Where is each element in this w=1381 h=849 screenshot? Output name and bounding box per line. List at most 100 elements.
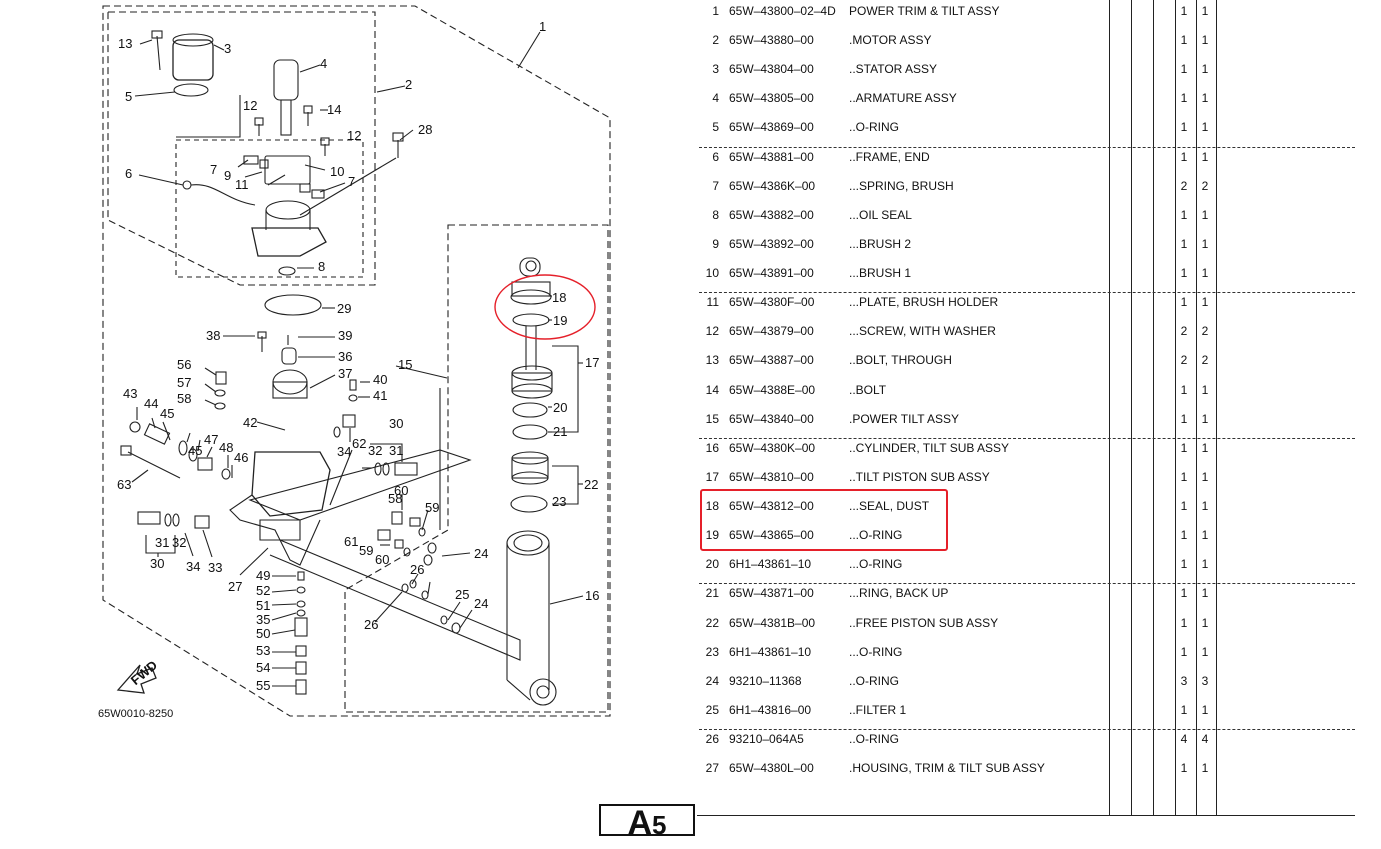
callout-53: 53 bbox=[256, 643, 270, 658]
callout-31: 31 bbox=[155, 535, 169, 550]
part-code: 65W–43869–00 bbox=[729, 120, 814, 135]
quantity-2: 2 bbox=[1201, 178, 1209, 193]
part-description: ..TILT PISTON SUB ASSY bbox=[849, 469, 990, 484]
quantity-1: 1 bbox=[1180, 62, 1188, 77]
part-description: ..CYLINDER, TILT SUB ASSY bbox=[849, 440, 1010, 455]
quantity-1: 1 bbox=[1180, 499, 1188, 514]
callout-34: 34 bbox=[186, 559, 200, 574]
quantity-1: 1 bbox=[1180, 236, 1188, 251]
quantity-2: 2 bbox=[1201, 353, 1209, 368]
callout-46: 46 bbox=[234, 450, 248, 465]
part-number-index: 17 bbox=[705, 469, 719, 484]
part-description: ...RING, BACK UP bbox=[849, 586, 949, 601]
callout-7: 7 bbox=[210, 162, 217, 177]
part-number-index: 24 bbox=[705, 673, 719, 688]
callout-11: 11 bbox=[235, 177, 249, 192]
column-divider bbox=[1109, 0, 1110, 815]
part-number-index: 8 bbox=[712, 207, 719, 222]
callout-45: 45 bbox=[188, 443, 202, 458]
part-description: ..STATOR ASSY bbox=[849, 62, 938, 77]
part-number-index: 4 bbox=[712, 91, 719, 106]
part-number-index: 22 bbox=[705, 615, 719, 630]
column-divider bbox=[1216, 0, 1217, 815]
part-code: 65W–4380K–00 bbox=[729, 440, 816, 455]
group-separator bbox=[699, 437, 1355, 439]
part-code: 65W–43887–00 bbox=[729, 353, 814, 368]
callout-38: 38 bbox=[206, 328, 220, 343]
quantity-2: 1 bbox=[1201, 295, 1209, 310]
part-code: 6H1–43861–10 bbox=[729, 644, 812, 659]
column-divider bbox=[1153, 0, 1154, 815]
callout-22: 22 bbox=[584, 477, 598, 492]
part-description: .POWER TILT ASSY bbox=[849, 411, 960, 426]
part-code: 6H1–43861–10 bbox=[729, 557, 812, 572]
page-label: A5 bbox=[599, 804, 695, 840]
callout-34: 34 bbox=[337, 444, 351, 459]
quantity-2: 1 bbox=[1201, 644, 1209, 659]
group-separator bbox=[699, 146, 1355, 148]
quantity-2: 1 bbox=[1201, 761, 1209, 776]
part-description: POWER TRIM & TILT ASSY bbox=[849, 4, 1000, 18]
callout-57: 57 bbox=[177, 375, 191, 390]
part-description: ...OIL SEAL bbox=[849, 207, 912, 222]
part-description: ...SEAL, DUST bbox=[849, 499, 930, 514]
callout-60: 60 bbox=[375, 552, 389, 567]
exploded-parts-diagram: 1234567789101112121314151617181920212223… bbox=[98, 5, 611, 720]
part-number-index: 21 bbox=[705, 586, 719, 601]
highlight-box-rows-18-19 bbox=[700, 489, 948, 551]
quantity-2: 1 bbox=[1201, 91, 1209, 106]
table-bottom-rule bbox=[697, 815, 1355, 816]
callout-58: 58 bbox=[177, 391, 191, 406]
callout-13: 13 bbox=[118, 36, 132, 51]
part-code: 65W–43871–00 bbox=[729, 586, 814, 601]
page-label-number: 5 bbox=[652, 810, 667, 840]
part-code: 65W–43881–00 bbox=[729, 149, 814, 164]
quantity-2: 1 bbox=[1201, 382, 1209, 397]
quantity-1: 1 bbox=[1180, 411, 1188, 426]
part-description: .HOUSING, TRIM & TILT SUB ASSY bbox=[849, 761, 1045, 776]
part-description: ..FRAME, END bbox=[849, 149, 930, 164]
callout-59: 59 bbox=[359, 543, 373, 558]
quantity-2: 1 bbox=[1201, 586, 1209, 601]
callout-41: 41 bbox=[373, 388, 387, 403]
quantity-1: 1 bbox=[1180, 207, 1188, 222]
quantity-1: 1 bbox=[1180, 469, 1188, 484]
part-number-index: 20 bbox=[705, 557, 719, 572]
part-number-index: 25 bbox=[705, 702, 719, 717]
quantity-1: 3 bbox=[1180, 673, 1188, 688]
callout-62: 62 bbox=[352, 436, 366, 451]
callout-59: 59 bbox=[425, 500, 439, 515]
quantity-1: 2 bbox=[1180, 353, 1188, 368]
quantity-2: 4 bbox=[1201, 732, 1209, 746]
quantity-2: 1 bbox=[1201, 207, 1209, 222]
part-number-index: 5 bbox=[712, 120, 719, 135]
part-description: ..O-RING bbox=[849, 120, 899, 135]
callout-51: 51 bbox=[256, 598, 270, 613]
part-code: 65W–43840–00 bbox=[729, 411, 814, 426]
callout-43: 43 bbox=[123, 386, 137, 401]
column-divider bbox=[1175, 0, 1176, 815]
part-number-index: 15 bbox=[705, 411, 719, 426]
part-code: 93210–11368 bbox=[729, 673, 802, 688]
callout-14: 14 bbox=[327, 102, 341, 117]
callout-4: 4 bbox=[320, 56, 327, 71]
callout-8: 8 bbox=[318, 259, 325, 274]
part-description: ..ARMATURE ASSY bbox=[849, 91, 957, 106]
part-description: ..O-RING bbox=[849, 673, 899, 688]
diagram-code: 65W0010-8250 bbox=[98, 708, 173, 720]
group-separator bbox=[699, 292, 1355, 294]
quantity-2: 1 bbox=[1201, 4, 1209, 18]
part-number-index: 6 bbox=[712, 149, 719, 164]
